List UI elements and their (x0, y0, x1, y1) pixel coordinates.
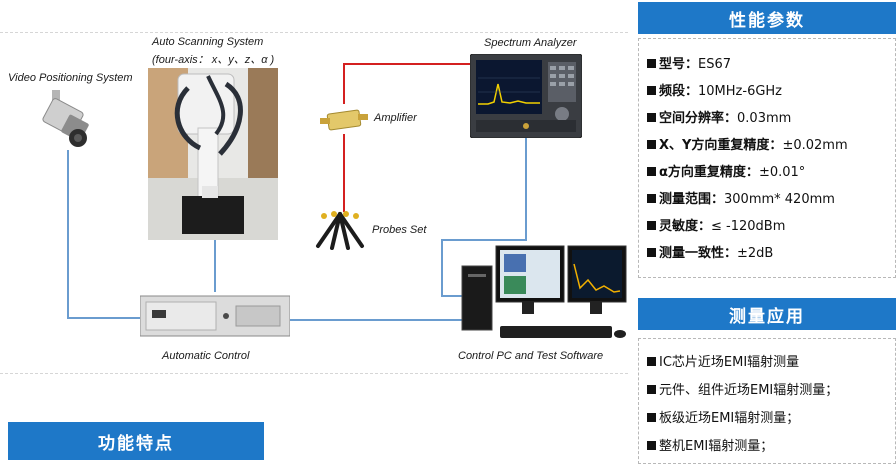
spec-item: 频段：10MHz-6GHz (647, 80, 782, 99)
spectrum-analyzer-icon (470, 54, 582, 138)
video-to-control-line (67, 150, 140, 319)
connection-wires (67, 63, 527, 321)
bullet-square-icon (647, 140, 656, 149)
amplifier-label: Amplifier (374, 112, 417, 124)
auto-scanning-label-line2: (four-axis： x、y、z、α ) (152, 54, 275, 66)
bullet-square-icon (647, 385, 656, 394)
applications-panel: IC芯片近场EMI辐射测量 元件、组件近场EMI辐射测量； 板级近场EMI辐射测… (638, 338, 896, 464)
application-item: IC芯片近场EMI辐射测量 (647, 351, 799, 370)
specs-header: 性能参数 (638, 2, 896, 34)
spec-item: 型号：ES67 (647, 53, 731, 72)
application-item: 元件、组件近场EMI辐射测量； (647, 379, 838, 398)
probes-set-icon (316, 211, 364, 250)
automatic-control-label: Automatic Control (162, 350, 250, 362)
applications-header: 测量应用 (638, 298, 896, 330)
spec-item: 灵敏度：≤ -120dBm (647, 215, 785, 234)
bullet-square-icon (647, 248, 656, 257)
bullet-square-icon (647, 86, 656, 95)
spec-item: α方向重复精度：±0.01° (647, 161, 805, 180)
bullet-square-icon (647, 167, 656, 176)
control-pc-label: Control PC and Test Software (458, 350, 604, 362)
bullet-square-icon (647, 221, 656, 230)
spec-item: 测量范围：300mm* 420mm (647, 188, 835, 207)
amplifier-to-spectrum-line (343, 63, 470, 104)
bullet-square-icon (647, 59, 656, 68)
bullet-square-icon (647, 357, 656, 366)
bullet-square-icon (647, 441, 656, 450)
specs-panel: 型号：ES67 频段：10MHz-6GHz 空间分辨率：0.03mm X、Y方向… (638, 38, 896, 278)
spec-item: 测量一致性：±2dB (647, 242, 773, 261)
spec-item: X、Y方向重复精度：±0.02mm (647, 134, 848, 153)
scanner-photo (148, 68, 278, 240)
video-positioning-label: Video Positioning System (8, 72, 133, 84)
bullet-square-icon (647, 113, 656, 122)
probes-set-label: Probes Set (372, 224, 427, 236)
automatic-control-icon (140, 295, 290, 337)
application-item: 整机EMI辐射测量； (647, 435, 773, 454)
auto-scanning-label-line1: Auto Scanning System (152, 36, 264, 48)
control-pc-icon (461, 245, 627, 338)
amplifier-icon (320, 109, 368, 131)
diagram-frame (0, 32, 628, 374)
bullet-square-icon (647, 413, 656, 422)
spectrum-analyzer-label: Spectrum Analyzer (484, 37, 577, 49)
features-header: 功能特点 (8, 422, 264, 460)
spectrum-to-pc-line (441, 138, 527, 297)
spec-item: 空间分辨率：0.03mm (647, 107, 791, 126)
application-item: 板级近场EMI辐射测量； (647, 407, 799, 426)
camera-icon (42, 90, 89, 147)
bullet-square-icon (647, 194, 656, 203)
